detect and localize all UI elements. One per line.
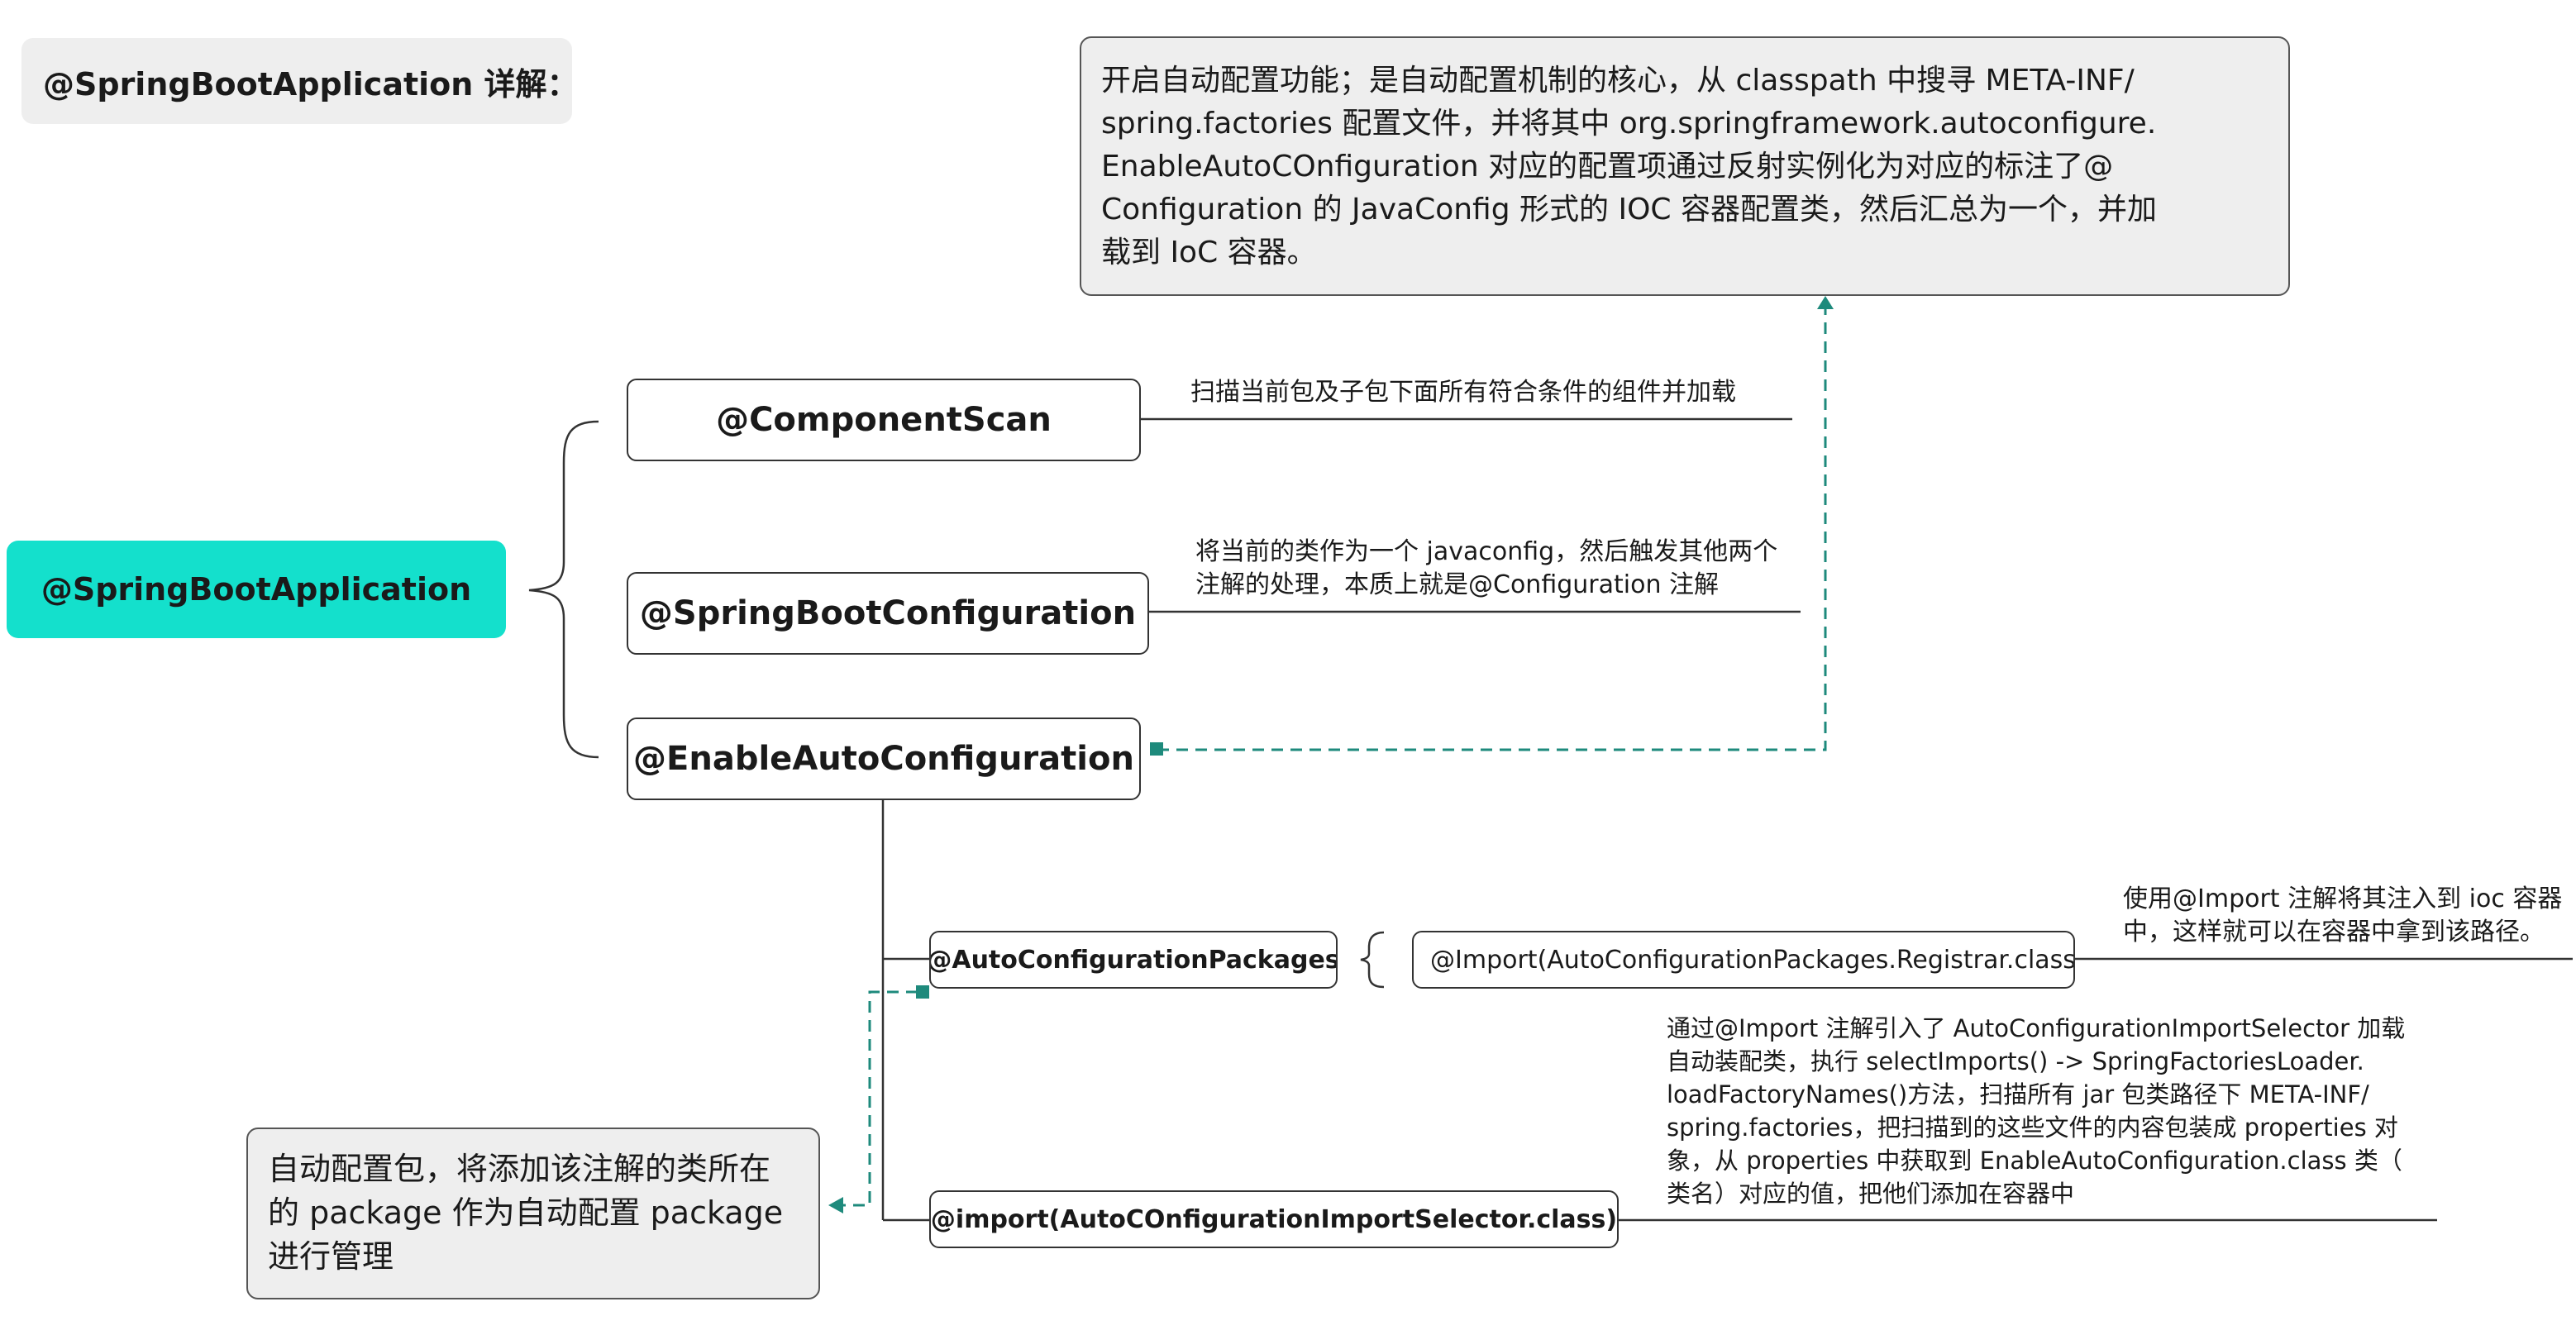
- description-line: spring.factories，把扫描到的这些文件的内容包装成 propert…: [1667, 1113, 2398, 1142]
- bottom-note-text: 自动配置包，将添加该注解的类所在 的 package 作为自动配置 packag…: [268, 1147, 818, 1279]
- description-line: 扫描当前包及子包下面所有符合条件的组件并加载: [1190, 378, 1736, 407]
- autoconfigurationpackages-label: @AutoConfigurationPackages: [929, 945, 1338, 975]
- top-note-text: 开启自动配置功能；是自动配置机制的核心，从 classpath 中搜寻 META…: [1101, 60, 2288, 274]
- componentscan-node[interactable]: @ComponentScan: [627, 379, 1141, 461]
- enableautoconfiguration-label: @EnableAutoConfiguration: [633, 740, 1134, 778]
- header-tag: @SpringBootApplication 详解：: [21, 38, 579, 124]
- description-line: 自动装配类，执行 selectImports() -> SpringFactor…: [1667, 1047, 2364, 1075]
- root-label: @SpringBootApplication: [41, 571, 472, 608]
- autoconfigurationpackages-node[interactable]: @AutoConfigurationPackages: [929, 931, 1338, 989]
- packages-to-note-link: [843, 990, 918, 1207]
- top-note-line: spring.factories 配置文件，并将其中 org.springfra…: [1101, 107, 2157, 141]
- componentscan-description: 扫描当前包及子包下面所有符合条件的组件并加载: [1190, 375, 1736, 410]
- registrar-import-label: @Import(AutoConfigurationPackages.Regist…: [1430, 945, 2075, 975]
- importselector-description: 通过@Import 注解引入了 AutoConfigurationImportS…: [1667, 1012, 2405, 1210]
- description-line: 类名）对应的值，把他们添加在容器中: [1667, 1180, 2075, 1208]
- top-note-line: 开启自动配置功能；是自动配置机制的核心，从 classpath 中搜寻 META…: [1101, 64, 2135, 98]
- root-node[interactable]: @SpringBootApplication: [7, 541, 506, 638]
- description-line: 将当前的类作为一个 javaconfig，然后触发其他两个: [1195, 537, 1778, 566]
- registrar-import-node[interactable]: @Import(AutoConfigurationPackages.Regist…: [1412, 931, 2075, 989]
- description-line: 注解的处理，本质上就是@Configuration 注解: [1195, 570, 1719, 599]
- packages-brace: [1360, 931, 1385, 989]
- bottom-note-line: 的 package 作为自动配置 package: [268, 1194, 784, 1231]
- enableauto-to-note-link: [1157, 308, 1827, 751]
- registrar-description: 使用@Import 注解将其注入到 ioc 容器 中，这样就可以在容器中拿到该路…: [2123, 883, 2562, 949]
- description-line: 象，从 properties 中获取到 EnableAutoConfigurat…: [1667, 1147, 2402, 1175]
- top-note-line: 载到 IoC 容器。: [1101, 236, 1317, 269]
- top-note: 开启自动配置功能；是自动配置机制的核心，从 classpath 中搜寻 META…: [1080, 36, 2290, 296]
- description-line: 中，这样就可以在容器中拿到该路径。: [2123, 918, 2545, 946]
- componentscan-label: @ComponentScan: [716, 401, 1052, 439]
- top-note-line: EnableAutoCOnfiguration 对应的配置项通过反射实例化为对应…: [1101, 150, 2114, 184]
- bottom-note-arrowhead: [828, 1197, 843, 1213]
- packages-link-anchor: [916, 985, 929, 999]
- description-line: loadFactoryNames()方法，扫描所有 jar 包类路径下 META…: [1667, 1080, 2369, 1109]
- note-link-arrowhead: [1817, 296, 1834, 309]
- description-line: 通过@Import 注解引入了 AutoConfigurationImportS…: [1667, 1014, 2406, 1042]
- header-title: @SpringBootApplication 详解：: [43, 65, 579, 103]
- enableauto-link-anchor: [1150, 742, 1163, 756]
- enableautoconfiguration-node[interactable]: @EnableAutoConfiguration: [627, 718, 1141, 800]
- description-line: 使用@Import 注解将其注入到 ioc 容器: [2123, 884, 2563, 913]
- importselector-label: @import(AutoCOnfigurationImportSelector.…: [930, 1204, 1618, 1234]
- top-note-line: Configuration 的 JavaConfig 形式的 IOC 容器配置类…: [1101, 193, 2157, 226]
- bottom-note: 自动配置包，将添加该注解的类所在 的 package 作为自动配置 packag…: [246, 1128, 820, 1299]
- springbootconfiguration-node[interactable]: @SpringBootConfiguration: [627, 572, 1149, 655]
- springbootconfiguration-description: 将当前的类作为一个 javaconfig，然后触发其他两个 注解的处理，本质上就…: [1195, 536, 1777, 602]
- importselector-node[interactable]: @import(AutoCOnfigurationImportSelector.…: [929, 1190, 1619, 1248]
- bottom-note-line: 自动配置包，将添加该注解的类所在: [268, 1151, 771, 1187]
- root-brace: [528, 420, 599, 759]
- bottom-note-line: 进行管理: [268, 1238, 394, 1275]
- springbootconfiguration-label: @SpringBootConfiguration: [639, 594, 1137, 632]
